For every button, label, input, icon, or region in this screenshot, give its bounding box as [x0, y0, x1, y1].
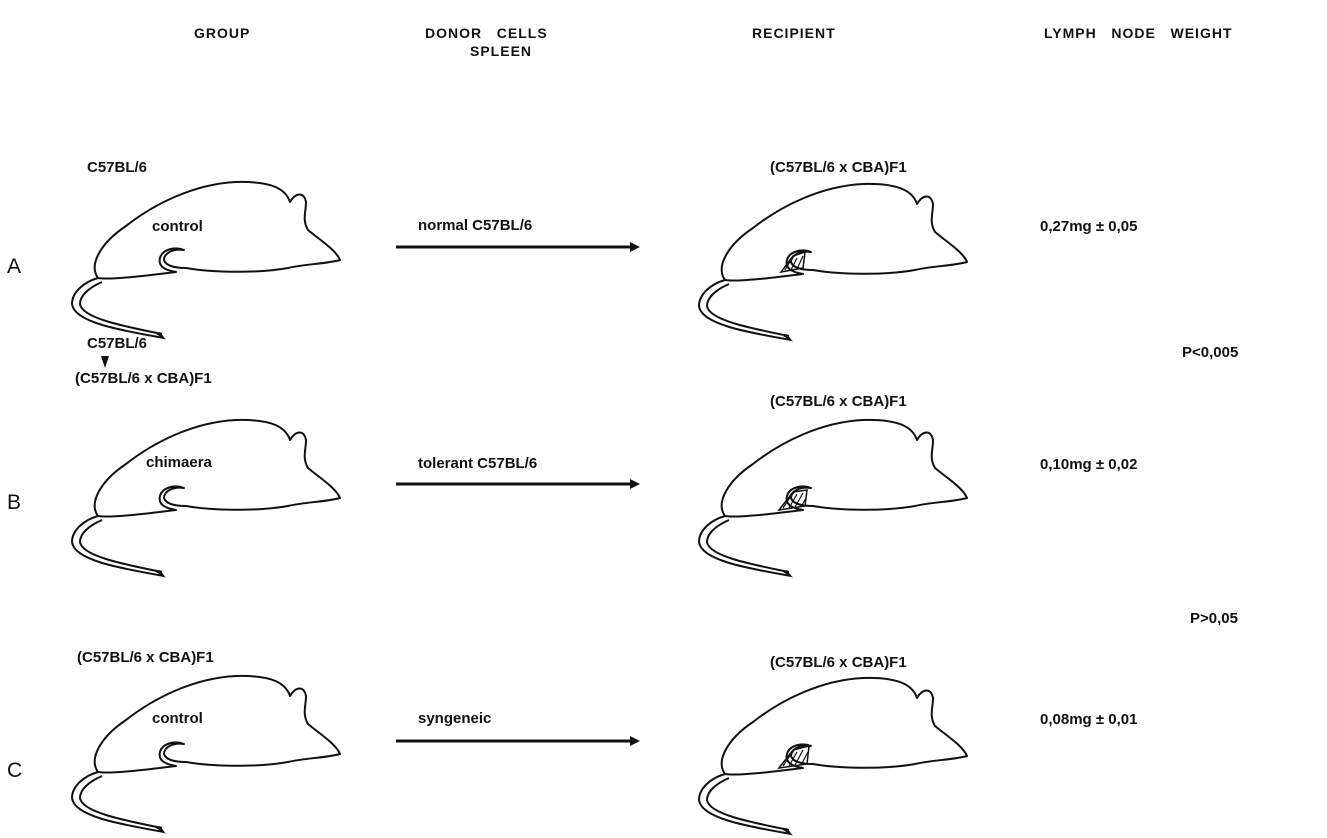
row-label-c: C	[7, 760, 22, 781]
transfer-arrow-a	[396, 240, 640, 254]
donor-mouse-b-icon	[68, 418, 342, 580]
recipient-strain-a: (C57BL/6 x CBA)F1	[770, 160, 907, 175]
donor-mouse-label-c: control	[152, 711, 203, 726]
arrow-down-icon	[100, 355, 110, 369]
recipient-mouse-b-icon	[695, 418, 969, 580]
recipient-mouse-a-icon	[695, 182, 969, 344]
transfer-arrow-c	[396, 734, 640, 748]
p-value-b-vs-c: P>0,05	[1190, 611, 1238, 626]
group-strain-c: (C57BL/6 x CBA)F1	[77, 650, 214, 665]
row-label-b: B	[7, 492, 21, 513]
group-strain-b-top: C57BL/6	[87, 336, 147, 351]
lymph-weight-b: 0,10mg ± 0,02	[1040, 457, 1137, 472]
header-recipient: RECIPIENT	[752, 26, 836, 40]
group-strain-b-second: (C57BL/6 x CBA)F1	[75, 371, 212, 386]
p-value-a-vs-b: P<0,005	[1182, 345, 1238, 360]
recipient-strain-b: (C57BL/6 x CBA)F1	[770, 394, 907, 409]
lymph-weight-a: 0,27mg ± 0,05	[1040, 219, 1137, 234]
donor-cells-c: syngeneic	[418, 711, 491, 726]
donor-mouse-label-b: chimaera	[146, 455, 212, 470]
donor-cells-a: normal C57BL/6	[418, 218, 532, 233]
donor-mouse-c-icon	[68, 674, 342, 836]
lymph-weight-c: 0,08mg ± 0,01	[1040, 712, 1137, 727]
header-donor-spleen: SPLEEN	[470, 44, 532, 58]
recipient-mouse-c-icon	[695, 676, 969, 838]
header-lymph-node-weight: LYMPH NODE WEIGHT	[1044, 26, 1233, 40]
donor-cells-b: tolerant C57BL/6	[418, 456, 537, 471]
donor-mouse-a-icon	[68, 180, 342, 342]
transfer-arrow-b	[396, 477, 640, 491]
donor-mouse-label-a: control	[152, 219, 203, 234]
header-donor-cells: DONOR CELLS	[425, 26, 548, 40]
group-strain-a: C57BL/6	[87, 160, 147, 175]
row-label-a: A	[7, 256, 21, 277]
header-group: GROUP	[194, 26, 250, 40]
recipient-strain-c: (C57BL/6 x CBA)F1	[770, 655, 907, 670]
